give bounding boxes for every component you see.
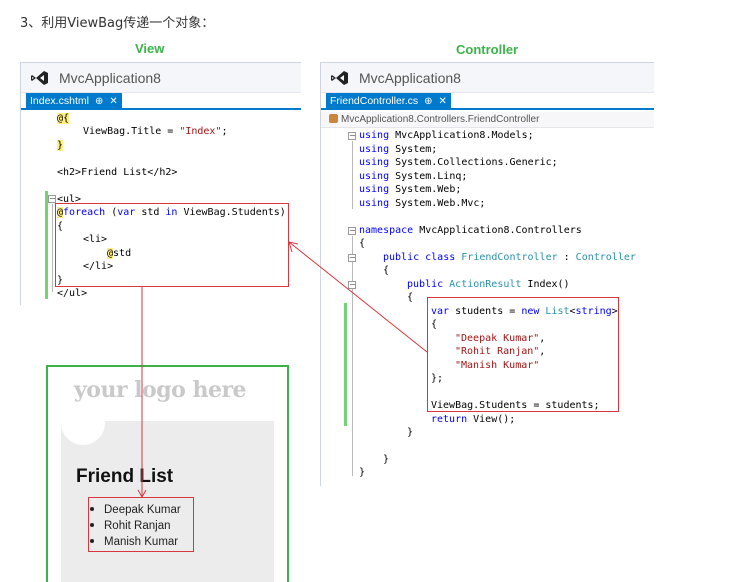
view-code-line-6: @foreach (var std in ViewBag.Students)	[57, 207, 286, 218]
using-line-6: using System.Web.Mvc;	[359, 198, 486, 209]
view-code-line-10: </li>	[83, 261, 114, 272]
tab-label: FriendController.cs	[330, 95, 419, 107]
class-close-brace: }	[383, 454, 390, 465]
list-item: Manish Kumar	[90, 534, 181, 550]
bullet-icon	[90, 539, 94, 543]
using-line-3: using System.Collections.Generic;	[359, 157, 558, 168]
fold-guide	[352, 141, 353, 209]
output-list-highlight	[88, 497, 194, 552]
return-line: return View();	[431, 414, 516, 425]
controller-label: Controller	[456, 42, 519, 57]
pin-icon[interactable]: ⊕	[424, 96, 433, 107]
bullet-icon	[90, 523, 94, 527]
controller-editor-panel: MvcApplication8 FriendController.cs ⊕ ✕ Mv…	[320, 62, 654, 486]
init-close: };	[431, 373, 444, 384]
view-code-line-7: {	[57, 221, 64, 232]
student-name-1: "Deepak Kumar",	[455, 333, 546, 344]
fold-toggle-icon[interactable]: −	[48, 194, 56, 203]
visual-studio-icon	[31, 71, 48, 85]
bullet-icon	[90, 507, 94, 511]
view-code-line-3: }	[57, 140, 64, 151]
view-app-name: MvcApplication8	[59, 70, 161, 86]
controller-tab-strip: FriendController.cs ⊕ ✕	[321, 93, 654, 110]
class-line: public class FriendController : Controll…	[383, 252, 636, 263]
change-marker	[344, 303, 347, 426]
using-line-2: using System;	[359, 144, 438, 155]
list-item: Rohit Ranjan	[90, 518, 181, 534]
change-marker	[45, 191, 48, 299]
viewbag-assign-line: ViewBag.Students = students;	[431, 400, 600, 411]
view-code-line-1: @{	[57, 113, 70, 124]
view-code-line-11: }	[57, 275, 64, 286]
fold-toggle-icon[interactable]: −	[348, 131, 356, 140]
tab-friendcontroller-cs[interactable]: FriendController.cs ⊕ ✕	[326, 93, 451, 110]
view-code-line-4: <h2>Friend List</h2>	[57, 167, 178, 178]
list-item: Deepak Kumar	[90, 502, 181, 518]
fold-guide	[52, 204, 53, 292]
view-editor-panel: MvcApplication8 Index.cshtml ⊕ ✕ @{ ViewBa…	[20, 62, 301, 305]
fold-toggle-icon[interactable]: −	[348, 253, 356, 262]
view-code-line-2: ViewBag.Title = "Index";	[83, 126, 228, 137]
visual-studio-icon	[331, 71, 348, 85]
student-name-2: "Rohit Ranjan",	[455, 346, 546, 357]
friend-list-title: Friend List	[76, 466, 174, 487]
breadcrumb-label: MvcApplication8.Controllers.FriendContro…	[341, 114, 540, 125]
student-name-3: "Manish Kumar"	[455, 360, 540, 371]
namespace-close-brace: }	[359, 467, 366, 478]
view-code-line-8: <li>	[83, 234, 108, 245]
view-code-line-12: </ul>	[57, 288, 88, 299]
view-code-line-5: <ul>	[57, 194, 82, 205]
close-icon[interactable]: ✕	[438, 96, 447, 107]
close-icon[interactable]: ✕	[109, 96, 118, 107]
view-label: View	[135, 41, 165, 56]
site-logo: your logo here	[74, 377, 247, 403]
arrow-head-icon	[288, 241, 299, 253]
logo-notch	[61, 401, 105, 445]
class-open-brace: {	[383, 265, 390, 276]
students-decl-line: var students = new List<string>	[431, 306, 618, 317]
breadcrumb[interactable]: MvcApplication8.Controllers.FriendContro…	[321, 112, 654, 128]
browser-output-frame: your logo here Friend List Deepak Kumar …	[46, 365, 289, 582]
view-code-line-9: @std	[107, 248, 132, 259]
using-line-4: using System.Linq;	[359, 171, 468, 182]
view-title-bar: MvcApplication8	[21, 63, 301, 93]
method-close-brace: }	[407, 427, 414, 438]
tab-index-cshtml[interactable]: Index.cshtml ⊕ ✕	[26, 93, 122, 110]
controller-title-bar: MvcApplication8	[321, 63, 654, 93]
method-line: public ActionResult Index()	[407, 279, 570, 290]
namespace-open-brace: {	[359, 238, 366, 249]
namespace-line: namespace MvcApplication8.Controllers	[359, 225, 582, 236]
tab-label: Index.cshtml	[30, 95, 89, 107]
view-foreach-highlight	[55, 203, 289, 287]
init-open-brace: {	[431, 319, 438, 330]
friend-list: Deepak Kumar Rohit Ranjan Manish Kumar	[90, 502, 181, 550]
method-open-brace: {	[407, 292, 414, 303]
class-icon	[329, 114, 338, 123]
arrow-head-icon	[137, 489, 147, 499]
pin-icon[interactable]: ⊕	[94, 96, 104, 107]
content-area	[61, 421, 274, 582]
fold-guide	[352, 236, 353, 476]
section-heading: 3、利用ViewBag传递一个对象：	[20, 16, 215, 31]
controller-app-name: MvcApplication8	[359, 70, 461, 86]
using-line-5: using System.Web;	[359, 184, 462, 195]
view-tab-strip: Index.cshtml ⊕ ✕	[21, 93, 301, 110]
controller-to-view-line	[288, 241, 428, 353]
fold-toggle-icon[interactable]: −	[348, 226, 356, 235]
controller-viewbag-highlight	[427, 297, 619, 412]
using-line-1: using MvcApplication8.Models;	[359, 130, 534, 141]
fold-toggle-icon[interactable]: −	[348, 280, 356, 289]
